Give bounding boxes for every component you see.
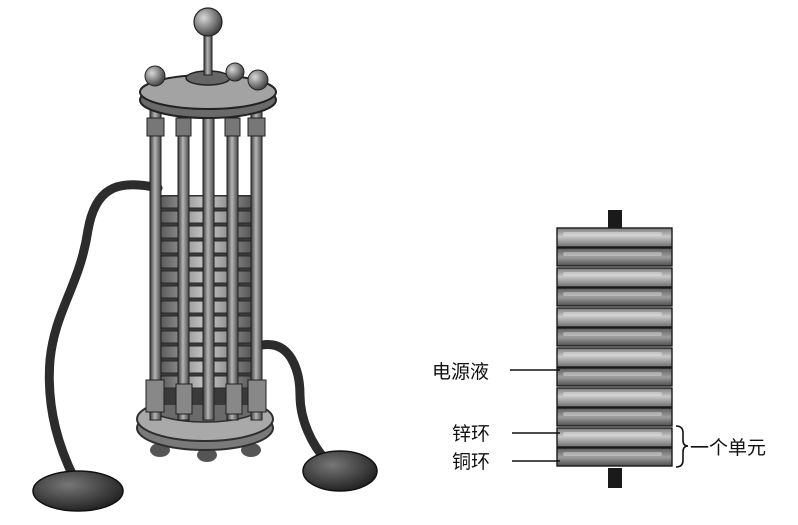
rod: [177, 104, 190, 421]
rod: [202, 107, 215, 421]
layer-highlight: [563, 432, 662, 436]
zinc-ring-layer: [556, 267, 673, 288]
zinc-ring-layer: [556, 347, 673, 368]
pile-cross-section: [556, 210, 673, 488]
left-electrode-pad: [32, 470, 124, 512]
top-terminal: [608, 210, 622, 230]
zinc-ring-layer: [556, 387, 673, 408]
unit-brace: [675, 425, 689, 468]
layer-highlight: [563, 272, 662, 276]
handle-knob: [193, 7, 223, 37]
labels: 电源液 锌环 铜环 一个单元: [432, 361, 766, 473]
zinc-ring-layer: [556, 427, 673, 448]
copper-ring-layer: [556, 407, 673, 427]
rod: [250, 104, 263, 421]
left-wire: [44, 180, 163, 485]
layer-highlight: [563, 252, 662, 256]
zinc-ring-label: 锌环: [452, 423, 490, 445]
layer-highlight: [563, 332, 662, 336]
layer-highlight: [563, 372, 662, 376]
layer-highlight: [563, 312, 662, 316]
right-wire: [257, 340, 331, 465]
bottom-terminal: [608, 468, 622, 488]
one-unit-label: 一个单元: [690, 437, 766, 459]
voltaic-pile-illustration: [32, 7, 378, 512]
zinc-ring-layer: [556, 307, 673, 328]
layer-highlight: [563, 452, 662, 456]
layer-highlight: [563, 412, 662, 416]
copper-ring-layer: [556, 367, 673, 387]
layer-highlight: [563, 232, 662, 236]
copper-ring-layer: [556, 287, 673, 307]
right-electrode-pad: [302, 450, 378, 492]
copper-ring-label: 铜环: [452, 451, 490, 473]
layer-highlight: [563, 392, 662, 396]
rod: [149, 104, 162, 421]
copper-ring-layer: [556, 447, 673, 467]
rod: [226, 104, 239, 421]
copper-ring-layer: [556, 327, 673, 347]
layer-highlight: [563, 352, 662, 356]
zinc-ring-layer: [556, 227, 673, 248]
copper-ring-layer: [556, 247, 673, 267]
electrolyte-label: 电源液: [432, 361, 489, 383]
layer-highlight: [563, 292, 662, 296]
